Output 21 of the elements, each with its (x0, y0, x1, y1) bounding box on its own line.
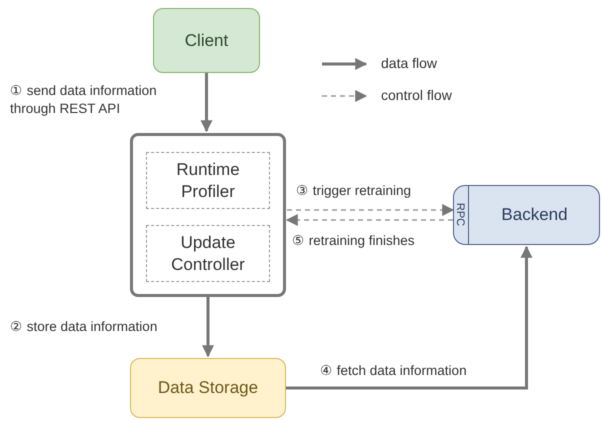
node-label: Runtime Profiler (175, 158, 241, 202)
arrow (287, 204, 454, 216)
edge-label: ③ trigger retraining (296, 182, 412, 200)
edge-label: ⑤ retraining finishes (292, 232, 415, 250)
process-box (130, 358, 286, 418)
node-label: Update Controller (170, 232, 246, 276)
arrow (202, 297, 214, 358)
arrow (286, 214, 453, 226)
component-box (146, 152, 270, 209)
process-box (153, 8, 260, 73)
legend-label: data flow (381, 55, 438, 71)
process-box (130, 133, 286, 297)
process-box (453, 185, 600, 245)
arrow (200, 73, 212, 132)
legend-label: control flow (381, 87, 452, 103)
node-label: Data Storage (158, 377, 258, 399)
component-box (146, 225, 270, 282)
node-label: Backend (501, 204, 568, 226)
node-label: RPC (454, 202, 466, 226)
node-label: Client (184, 30, 228, 52)
arrow (286, 246, 532, 390)
